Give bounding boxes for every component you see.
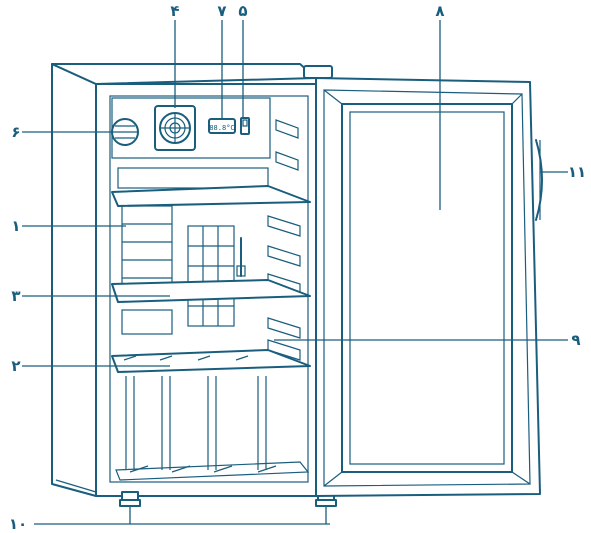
- callout-9: ٩: [571, 331, 580, 349]
- callout-8: ٨: [435, 2, 444, 20]
- side-racks: [267, 119, 301, 361]
- adjustable-feet: [119, 491, 337, 507]
- glass-door: [303, 65, 543, 497]
- control-display-text: 88.8°C: [209, 124, 234, 132]
- fan-icon: [154, 105, 196, 151]
- control-panel-area: 88.8°C: [111, 97, 271, 159]
- callout-4: ۴: [170, 2, 179, 20]
- callout-10: ١٠: [9, 515, 27, 533]
- callout-3: ٣: [11, 287, 20, 305]
- control-panel: 88.8°C: [208, 118, 236, 134]
- callout-11: ١١: [568, 163, 586, 181]
- shelf-middle: [111, 279, 311, 303]
- callout-1: ١: [11, 217, 20, 235]
- light-switch: [240, 117, 250, 135]
- callout-6: ۶: [11, 123, 20, 141]
- leader-lines: [22, 20, 568, 525]
- callout-7: ٧: [217, 2, 226, 20]
- callouts: ۴ ٧ ۵ ٨ ۶ ١ ٣ ٢ ٩ ١١ ١٠: [9, 2, 586, 533]
- vent-icon: [111, 118, 139, 146]
- shelf-top: [111, 185, 311, 207]
- cabinet-body: [51, 63, 317, 497]
- bottom-rack: [115, 376, 310, 481]
- interior-back-wall: [117, 167, 269, 335]
- callout-2: ٢: [11, 357, 20, 375]
- callout-5: ۵: [238, 2, 247, 20]
